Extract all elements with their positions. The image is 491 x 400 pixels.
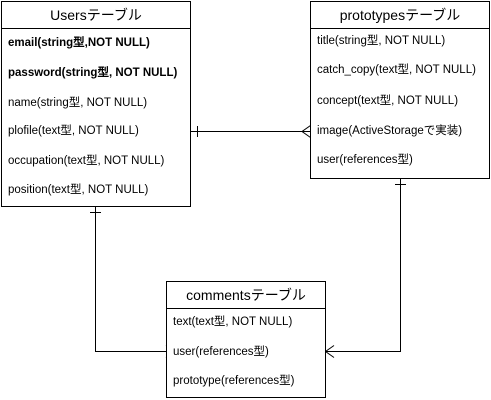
prototypes-field-user: user(references型) [317, 154, 413, 166]
users-field-position: position(text型, NOT NULL) [8, 184, 149, 196]
users-field-name: name(string型, NOT NULL) [8, 97, 148, 109]
users-comments-line [95, 206, 166, 352]
users-table-title: Usersテーブル [2, 2, 190, 29]
prototypes-table-title: prototypesテーブル [311, 2, 489, 29]
users-field-plofile: plofile(text型, NOT NULL) [8, 125, 139, 137]
comments-field-prototype: prototype(references型) [173, 375, 295, 387]
comments-field-text: text(text型, NOT NULL) [173, 316, 293, 328]
prototypes-many-marker [301, 125, 311, 138]
prototypes-field-title: title(string型, NOT NULL) [317, 35, 446, 47]
users-field-occupation: occupation(text型, NOT NULL) [8, 155, 165, 167]
comments-field-user: user(references型) [173, 346, 269, 358]
comments-table[interactable]: commentsテーブル text(text型, NOT NULL) user(… [166, 281, 326, 398]
prototypes-comments-line [325, 178, 401, 352]
users-field-password: password(string型, NOT NULL) [8, 67, 178, 79]
prototypes-field-catch-copy: catch_copy(text型, NOT NULL) [317, 64, 476, 76]
prototypes-field-image: image(ActiveStorageで実装) [317, 125, 463, 137]
comments-table-title: commentsテーブル [167, 282, 325, 309]
users-table[interactable]: Usersテーブル email(string型,NOT NULL) passwo… [1, 1, 191, 207]
users-field-email: email(string型,NOT NULL) [8, 37, 150, 49]
prototypes-table[interactable]: prototypesテーブル title(string型, NOT NULL) … [310, 1, 490, 179]
prototypes-field-concept: concept(text型, NOT NULL) [317, 95, 459, 107]
